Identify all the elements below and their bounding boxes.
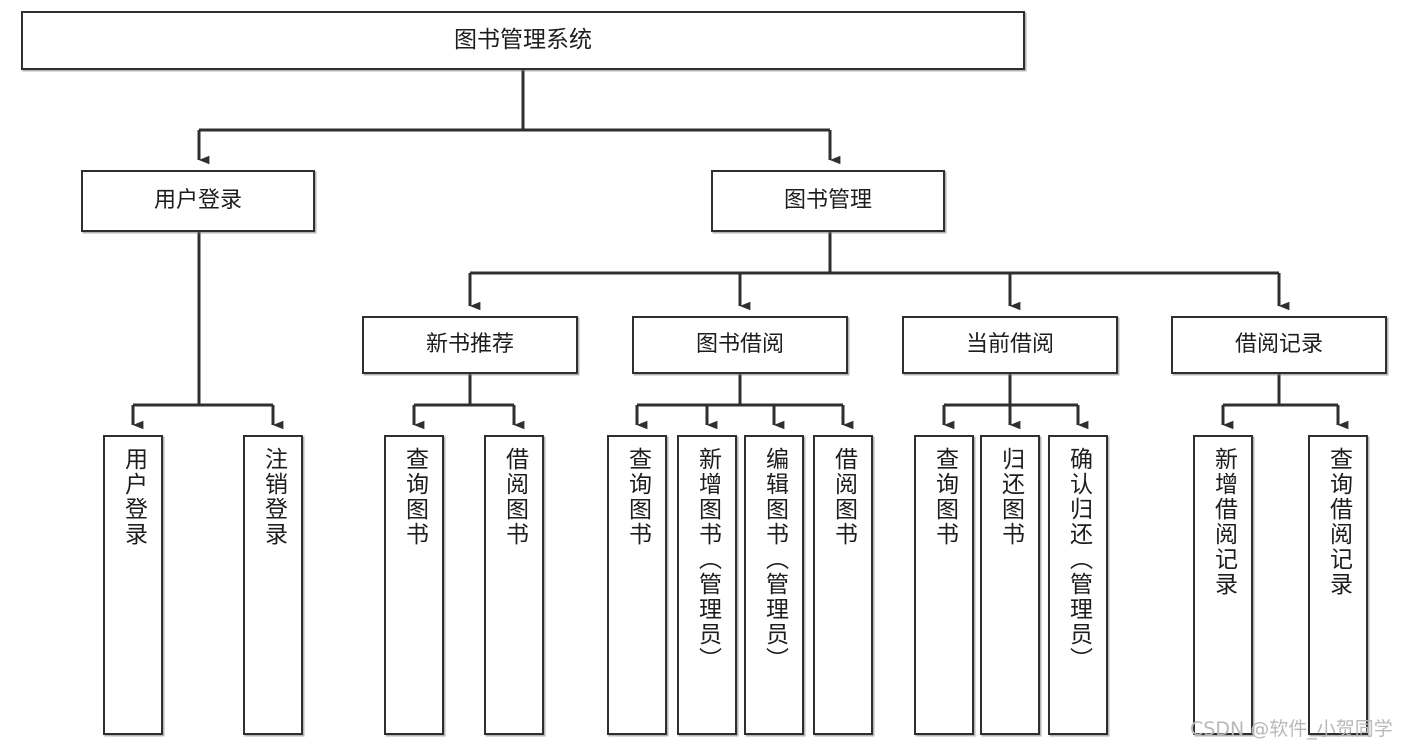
leaf-add-record-label: 新增借阅记录 <box>1210 447 1237 597</box>
node-borrow-record-label: 借阅记录 <box>1234 331 1323 357</box>
leaf-query-book-3-label: 查询图书 <box>931 447 958 547</box>
leaf-confirm-return[interactable]: 确认归还（管理员） <box>1048 435 1108 735</box>
leaf-add-record[interactable]: 新增借阅记录 <box>1193 435 1253 735</box>
node-root[interactable]: 图书管理系统 <box>21 11 1025 70</box>
node-borrow-record[interactable]: 借阅记录 <box>1171 316 1387 374</box>
leaf-query-book-2[interactable]: 查询图书 <box>607 435 667 735</box>
node-current-borrow-label: 当前借阅 <box>965 331 1054 357</box>
leaf-edit-book-label: 编辑图书（管理员） <box>761 447 788 672</box>
node-user-login[interactable]: 用户登录 <box>81 170 315 232</box>
leaf-query-record[interactable]: 查询借阅记录 <box>1308 435 1368 735</box>
node-new-book-recommend-label: 新书推荐 <box>425 331 514 357</box>
leaf-return-book-label: 归还图书 <box>997 447 1024 547</box>
watermark-csdn: CSDN @软件_小贺同学 <box>1190 718 1393 740</box>
leaf-borrow-book-2[interactable]: 借阅图书 <box>813 435 873 735</box>
leaf-add-book[interactable]: 新增图书（管理员） <box>677 435 737 735</box>
leaf-borrow-book-1[interactable]: 借阅图书 <box>484 435 544 735</box>
leaf-query-book-1[interactable]: 查询图书 <box>384 435 444 735</box>
leaf-query-book-3[interactable]: 查询图书 <box>914 435 974 735</box>
leaf-confirm-return-label: 确认归还（管理员） <box>1065 447 1092 672</box>
leaf-logout-login-label: 注销登录 <box>260 447 287 547</box>
node-root-label: 图书管理系统 <box>454 26 592 53</box>
node-book-management[interactable]: 图书管理 <box>711 170 945 232</box>
leaf-user-login-label: 用户登录 <box>120 447 147 547</box>
leaf-borrow-book-2-label: 借阅图书 <box>830 447 857 547</box>
leaf-user-login[interactable]: 用户登录 <box>103 435 163 735</box>
node-book-borrow[interactable]: 图书借阅 <box>632 316 848 374</box>
node-new-book-recommend[interactable]: 新书推荐 <box>362 316 578 374</box>
node-user-login-label: 用户登录 <box>153 187 242 213</box>
leaf-query-book-2-label: 查询图书 <box>624 447 651 547</box>
leaf-edit-book[interactable]: 编辑图书（管理员） <box>744 435 804 735</box>
leaf-query-record-label: 查询借阅记录 <box>1325 447 1352 597</box>
leaf-add-book-label: 新增图书（管理员） <box>694 447 721 672</box>
node-book-borrow-label: 图书借阅 <box>695 331 784 357</box>
node-current-borrow[interactable]: 当前借阅 <box>902 316 1118 374</box>
leaf-query-book-1-label: 查询图书 <box>401 447 428 547</box>
node-book-management-label: 图书管理 <box>783 187 872 213</box>
leaf-logout-login[interactable]: 注销登录 <box>243 435 303 735</box>
leaf-return-book[interactable]: 归还图书 <box>980 435 1040 735</box>
leaf-borrow-book-1-label: 借阅图书 <box>501 447 528 547</box>
